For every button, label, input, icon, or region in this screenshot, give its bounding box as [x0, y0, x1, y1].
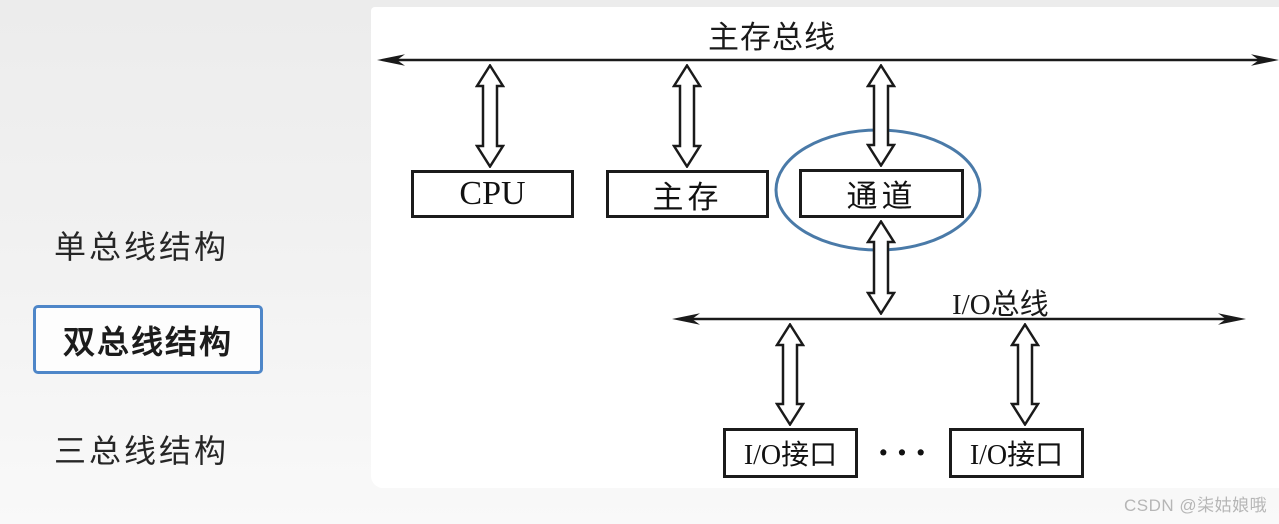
double-arrow-channel-memory-bus: [866, 64, 896, 167]
memory-bus-line: [377, 54, 1279, 66]
memory-bus-left-arrowhead: [377, 54, 405, 66]
sidebar-item-single-bus: 单总线结构: [54, 229, 230, 265]
double-arrow-channel-io-bus: [866, 220, 896, 315]
diagram-panel: [371, 7, 1279, 488]
double-arrow-cpu-memory-bus: [475, 64, 505, 168]
io-interface-box-1: I/O接口: [723, 428, 858, 478]
memory-bus-label: 主存总线: [708, 20, 836, 55]
double-arrow-io-bus-interface-2: [1010, 323, 1040, 426]
sidebar-item-triple-bus: 三总线结构: [54, 433, 230, 469]
sidebar-item-dual-bus: 双总线结构: [33, 305, 263, 374]
io-bus-left-arrowhead: [672, 313, 700, 325]
io-bus-line: [672, 313, 1246, 325]
watermark: CSDN @柒姑娘哦: [1124, 496, 1268, 515]
io-interface-box-2: I/O接口: [949, 428, 1084, 478]
channel-box: 通道: [799, 169, 964, 218]
ellipsis-dots: ···: [876, 432, 934, 474]
io-bus-label: I/O总线: [952, 289, 1049, 321]
io-bus-right-arrowhead: [1218, 313, 1246, 325]
sidebar-item-dual-bus-label: 双总线结构: [62, 323, 233, 360]
double-arrow-memory-memory-bus: [672, 64, 702, 168]
double-arrow-io-bus-interface-1: [775, 323, 805, 426]
memory-bus-right-arrowhead: [1251, 54, 1279, 66]
cpu-box: CPU: [411, 170, 574, 218]
memory-box: 主存: [606, 170, 769, 218]
